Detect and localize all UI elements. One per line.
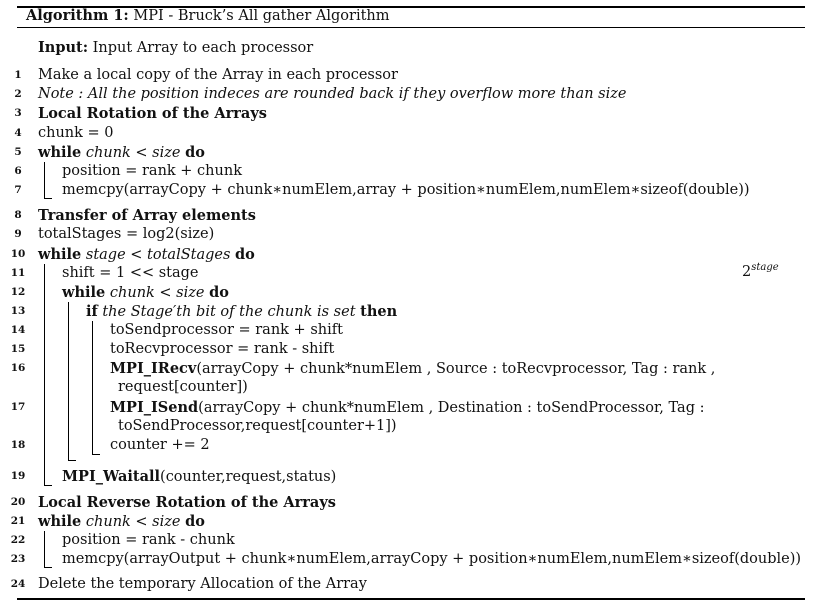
line-text: memcpy(arrayOutput + chunk∗numElem,array…	[62, 551, 802, 567]
line-number: 22	[10, 534, 26, 546]
line-text: chunk = 0	[38, 125, 114, 141]
line-number: 15	[10, 343, 26, 355]
keyword-do: do	[185, 513, 205, 530]
algo-line-continuation: toSendProcessor,request[counter+1])	[118, 417, 397, 436]
side-note-exponent: stage	[751, 262, 779, 273]
section-heading: Local Rotation of the Arrays	[38, 105, 267, 122]
input-line: Input: Input Array to each processor	[38, 38, 313, 58]
block-bar	[44, 264, 45, 485]
line-number: 16	[10, 362, 26, 374]
line-number: 10	[10, 248, 26, 260]
keyword-while: while	[38, 246, 82, 263]
line-text: position = rank - chunk	[62, 532, 235, 548]
line-text: toRecvprocessor = rank - shift	[110, 341, 335, 357]
algo-line-continuation: request[counter])	[118, 378, 248, 397]
line-number: 2	[14, 88, 22, 100]
line-number: 21	[10, 515, 26, 527]
side-note-power: 2stage	[742, 262, 779, 280]
line-number: 12	[10, 286, 26, 298]
call-args: (arrayCopy + chunk*numElem , Destination…	[198, 400, 705, 416]
keyword-while: while	[38, 144, 82, 161]
line-text: counter += 2	[110, 437, 210, 453]
keyword-do: do	[235, 246, 255, 263]
algorithm-label: Algorithm 1:	[26, 7, 129, 24]
block-bar	[68, 302, 69, 460]
loop-condition: chunk < size	[109, 285, 205, 301]
keyword-while: while	[38, 513, 82, 530]
keyword-while: while	[62, 284, 106, 301]
line-number: 20	[10, 496, 26, 508]
line-number: 18	[10, 439, 26, 451]
block-end	[44, 485, 52, 486]
line-text: Delete the temporary Allocation of the A…	[38, 576, 367, 592]
section-heading: Local Reverse Rotation of the Arrays	[38, 494, 336, 511]
call-args: (counter,request,status)	[160, 469, 337, 485]
mpi-isend-call: MPI_ISend	[110, 399, 199, 416]
loop-condition: chunk < size	[85, 145, 181, 161]
bottom-rule	[17, 598, 805, 600]
keyword-then: then	[360, 303, 398, 320]
block-end	[44, 198, 52, 199]
line-number: 8	[14, 209, 22, 221]
line-number: 14	[10, 324, 26, 336]
line-text: totalStages = log2(size)	[38, 226, 215, 242]
line-number: 11	[10, 267, 26, 279]
loop-condition: stage < totalStages	[85, 247, 231, 263]
keyword-do: do	[185, 144, 205, 161]
line-number: 9	[14, 228, 22, 240]
input-label: Input:	[38, 39, 89, 56]
line-number: 6	[14, 165, 22, 177]
top-rule	[17, 6, 805, 8]
mpi-irecv-call: MPI_IRecv	[110, 360, 197, 377]
algorithm-name: MPI - Bruck’s All gather Algorithm	[133, 8, 390, 24]
if-condition: the Stage′th bit of the chunk is set	[102, 304, 356, 320]
keyword-do: do	[209, 284, 229, 301]
call-args: (arrayCopy + chunk*numElem , Source : to…	[196, 361, 716, 377]
line-number: 7	[14, 184, 22, 196]
line-text: Make a local copy of the Array in each p…	[38, 67, 398, 83]
line-number: 13	[10, 305, 26, 317]
line-number: 1	[14, 69, 22, 81]
algorithm-title: Algorithm 1: MPI - Bruck’s All gather Al…	[26, 7, 390, 24]
block-bar	[44, 531, 45, 567]
block-end	[68, 460, 76, 461]
input-text: Input Array to each processor	[92, 40, 314, 56]
block-bar	[44, 162, 45, 198]
block-bar	[92, 321, 93, 454]
line-text: position = rank + chunk	[62, 163, 242, 179]
mpi-waitall-call: MPI_Waitall	[62, 468, 161, 485]
title-rule	[17, 27, 805, 28]
line-text: shift = 1 << stage	[62, 265, 199, 281]
line-number: 24	[10, 578, 26, 590]
line-number: 5	[14, 146, 22, 158]
call-args-cont: request[counter])	[118, 379, 248, 395]
line-number: 4	[14, 127, 22, 139]
note-text: Note : All the position indeces are roun…	[38, 86, 627, 102]
line-number: 3	[14, 107, 22, 119]
line-text: toSendprocessor = rank + shift	[110, 322, 343, 338]
call-args-cont: toSendProcessor,request[counter+1])	[118, 418, 397, 434]
keyword-if: if	[86, 303, 98, 320]
section-heading: Transfer of Array elements	[38, 207, 256, 224]
block-end	[44, 567, 52, 568]
line-text: memcpy(arrayCopy + chunk∗numElem,array +…	[62, 182, 750, 198]
line-number: 23	[10, 553, 26, 565]
line-number: 17	[10, 401, 26, 413]
line-number: 19	[10, 470, 26, 482]
loop-condition: chunk < size	[85, 514, 181, 530]
side-note-base: 2	[742, 263, 752, 280]
block-end	[92, 454, 100, 455]
